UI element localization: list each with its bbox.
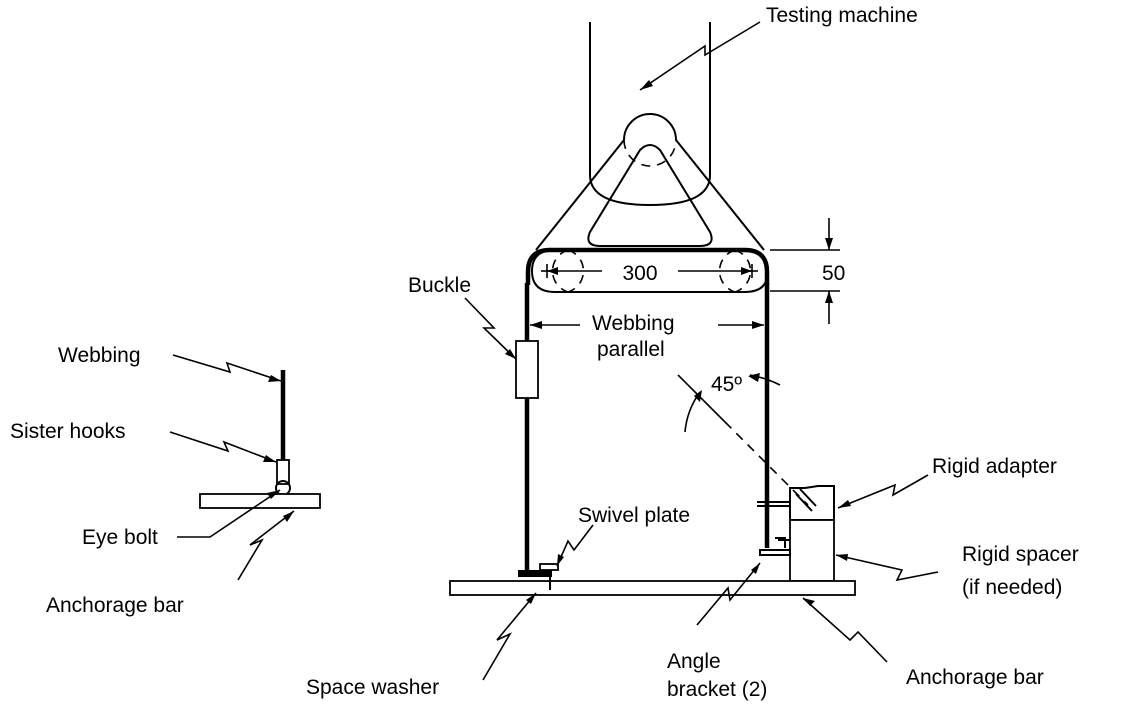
label-angle-bracket-line1: Angle	[667, 650, 721, 673]
label-angle-bracket-line2: bracket (2)	[667, 678, 767, 701]
label-space-washer: Space washer	[306, 676, 439, 699]
triangular-link	[535, 139, 765, 251]
label-buckle: Buckle	[408, 274, 471, 297]
label-angle-45: 45º	[711, 373, 742, 396]
testing-machine-clevis	[589, 22, 711, 207]
label-webbing-parallel-line1: Webbing	[592, 312, 675, 335]
left-detail	[199, 370, 321, 509]
dimension-50: 50	[770, 218, 845, 324]
lower-roller	[525, 247, 770, 293]
swivel-plate	[518, 563, 559, 590]
label-sister-hooks: Sister hooks	[10, 420, 126, 443]
dimension-300-label: 300	[622, 262, 657, 285]
angle-45-indicator	[677, 373, 809, 506]
label-rigid-spacer-line1: Rigid spacer	[962, 543, 1079, 566]
label-webbing-left: Webbing	[58, 344, 141, 367]
upper-pin	[623, 113, 677, 167]
rigid-spacer	[789, 519, 835, 582]
angle-bracket	[759, 537, 791, 556]
label-webbing-parallel-line2: parallel	[597, 338, 665, 361]
label-rigid-spacer-line2: (if needed)	[962, 576, 1062, 599]
anchorage-bar-main	[449, 580, 856, 596]
dimension-50-label: 50	[822, 262, 845, 285]
label-anchorage-bar-right: Anchorage bar	[906, 666, 1044, 689]
webbing-parallel-arrow	[530, 321, 764, 329]
webbing-strands	[524, 283, 770, 572]
label-swivel-plate: Swivel plate	[578, 504, 690, 527]
label-testing-machine: Testing machine	[766, 4, 918, 27]
label-eye-bolt: Eye bolt	[82, 526, 158, 549]
label-anchorage-bar-left: Anchorage bar	[46, 594, 184, 617]
label-rigid-adapter: Rigid adapter	[932, 455, 1057, 478]
buckle	[515, 340, 539, 399]
dimension-300: 300	[541, 262, 758, 285]
leader-lines	[169, 21, 939, 681]
